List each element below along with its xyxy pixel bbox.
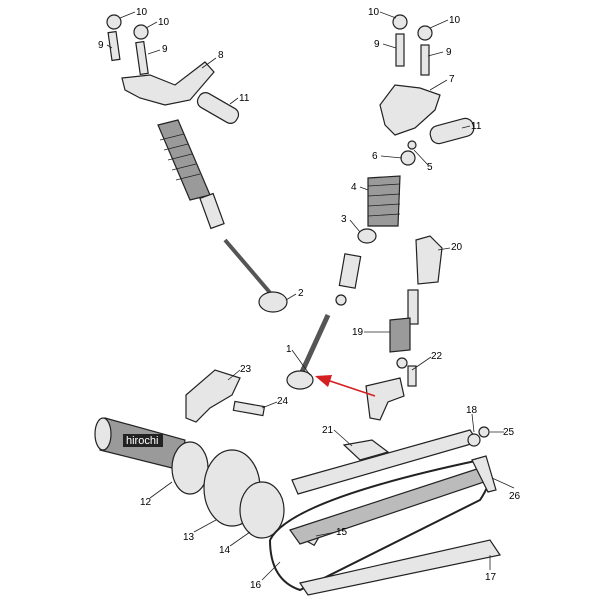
right-valve-assembly — [286, 14, 475, 390]
guide-pin — [471, 455, 497, 493]
callout-23: 23 — [240, 364, 252, 375]
valve-head — [286, 370, 314, 390]
gasket — [342, 439, 390, 461]
valve-guide — [199, 192, 225, 230]
stud — [395, 33, 405, 67]
bolt — [232, 400, 266, 417]
stud — [420, 44, 430, 76]
nut — [392, 14, 408, 30]
valve-cap — [400, 150, 416, 166]
callout-19: 19 — [352, 327, 364, 338]
callout-20: 20 — [451, 242, 463, 253]
valve-head — [258, 291, 288, 313]
chain-guide-lower — [299, 539, 501, 596]
callout-10: 10 — [136, 7, 148, 18]
callout-10: 10 — [449, 15, 461, 26]
o-ring — [396, 357, 408, 369]
callout-2: 2 — [298, 288, 304, 299]
valve-stem — [223, 238, 274, 297]
callout-3: 3 — [341, 214, 347, 225]
valve-spring-left — [157, 119, 211, 201]
callout-11: 11 — [239, 93, 250, 104]
callout-9: 9 — [162, 44, 168, 55]
tensioner-bolt — [407, 289, 419, 325]
watermark-bg — [123, 434, 163, 447]
callout-8: 8 — [218, 50, 224, 61]
valve-stem — [299, 313, 331, 374]
callout-24: 24 — [277, 396, 289, 407]
callout-12: 12 — [140, 497, 152, 508]
tensioner-body — [365, 377, 405, 421]
callout-25: 25 — [503, 427, 515, 438]
callout-21: 21 — [322, 425, 334, 436]
callout-13: 13 — [183, 532, 195, 543]
callout-5: 5 — [427, 162, 433, 173]
indicator-arrow — [314, 374, 376, 397]
callout-labels: 10 10 9 9 8 11 10 10 9 9 7 11 6 5 4 3 20… — [98, 7, 521, 591]
valve-spring-right — [367, 175, 401, 227]
nut — [106, 14, 122, 30]
callout-17: 17 — [485, 572, 497, 583]
chain-tensioner — [342, 235, 443, 461]
cam-sprocket — [239, 481, 285, 539]
callout-11: 11 — [471, 121, 482, 132]
adjuster — [407, 140, 417, 150]
callout-14: 14 — [219, 545, 231, 556]
callout-16: 16 — [250, 580, 262, 591]
nut — [133, 24, 149, 40]
callout-15: 15 — [336, 527, 348, 538]
stud — [107, 30, 121, 62]
callout-10: 10 — [158, 17, 170, 28]
callout-10: 10 — [368, 7, 380, 18]
spring-seat — [357, 228, 377, 244]
callout-9: 9 — [98, 40, 104, 51]
stud — [135, 40, 149, 76]
left-valve-assembly — [106, 14, 288, 313]
callout-1: 1 — [286, 344, 292, 355]
camshaft: hirochi — [94, 417, 209, 495]
cam-holder — [185, 369, 241, 423]
valve-guide — [338, 253, 362, 289]
tensioner-cap — [415, 235, 443, 285]
callout-6: 6 — [372, 151, 378, 162]
tensioner-spring — [389, 317, 411, 353]
watermark: hirochi — [126, 435, 158, 447]
callout-22: 22 — [431, 351, 443, 362]
callout-18: 18 — [466, 405, 478, 416]
callout-9: 9 — [446, 47, 452, 58]
callout-26: 26 — [509, 491, 521, 502]
callout-4: 4 — [351, 182, 357, 193]
nut — [417, 25, 433, 41]
rocker-arm — [121, 61, 215, 106]
rocker-shaft — [196, 92, 240, 124]
rocker-arm — [379, 84, 441, 136]
o-ring — [478, 426, 490, 438]
pivot-bolt — [467, 433, 481, 447]
bolt — [407, 365, 417, 387]
o-ring — [335, 294, 347, 306]
callout-7: 7 — [449, 74, 455, 85]
callout-9: 9 — [374, 39, 380, 50]
leader-lines — [106, 11, 515, 581]
rocker-shaft — [429, 117, 475, 145]
